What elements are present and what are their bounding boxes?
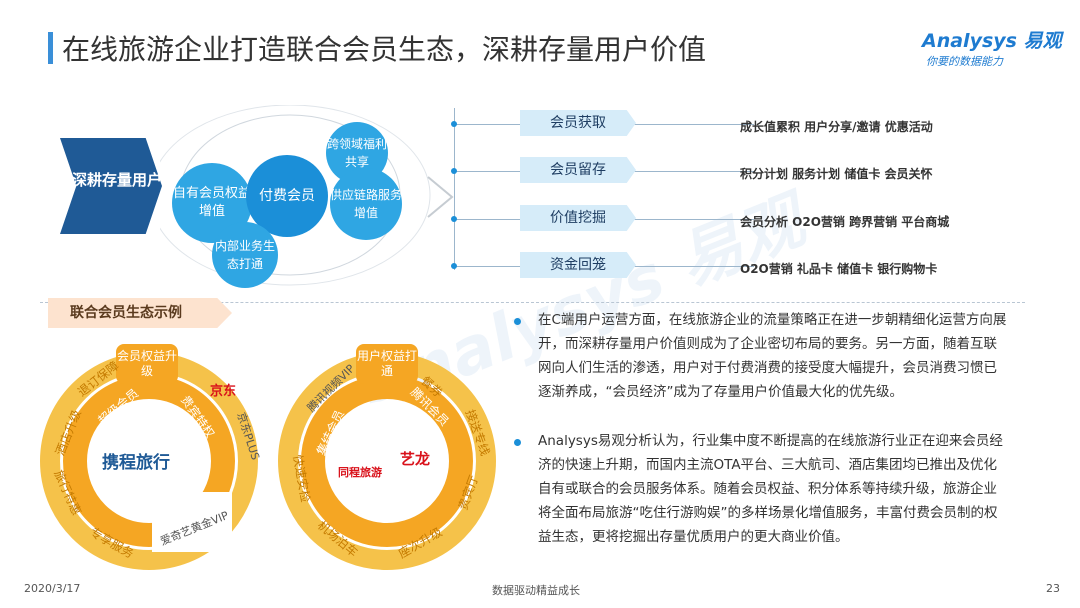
tongcheng-logo: 同程旅游 — [338, 466, 382, 479]
analysis-paragraph-1: 在C端用户运营方面，在线旅游企业的流量策略正在进一步朝精细化运营方向展开，而深耕… — [538, 312, 1007, 400]
member-upgrade-badge: 会员权益升级 — [116, 344, 178, 384]
core-label: 深耕存量用户 — [72, 171, 163, 189]
circle-supply-chain: 供应链路服务增值 — [330, 168, 402, 240]
category-cash-recovery-items: O2O营销 礼品卡 储值卡 银行购物卡 — [740, 262, 938, 276]
category-cash-recovery: 资金回笼 — [520, 252, 636, 278]
ctrip-logo: 携程旅行 — [102, 453, 170, 473]
jd-logo: 京东 — [210, 384, 237, 399]
core-chevron — [60, 138, 162, 234]
category-value-mining: 价值挖掘 — [520, 205, 636, 231]
footer-date: 2020/3/17 — [24, 582, 81, 595]
logo-main-text: Analysys 易观 — [922, 30, 1062, 52]
category-dot — [451, 121, 457, 127]
circle-internal-business: 内部业务生态打通 — [212, 222, 278, 288]
category-dot — [451, 263, 457, 269]
category-dot — [451, 168, 457, 174]
category-value-mining-items: 会员分析 O2O营销 跨界营销 平台商城 — [740, 215, 950, 229]
logo-sub-text: 你要的数据能力 — [926, 55, 1003, 68]
category-retention: 会员留存 — [520, 157, 636, 183]
page-title: 在线旅游企业打造联合会员生态，深耕存量用户价值 — [62, 33, 707, 66]
ctrip-ring: 会员权益升级 携程旅行 京东 酒店升级 退订保障 旅行特惠 专享服务 超级会员 … — [40, 344, 262, 570]
tongcheng-ring: 用户权益打通 同程旅游 艺龙 快速安检 机场泊车 餐券 贵宾厅 座次升级 接送专… — [278, 344, 496, 570]
rights-connect-badge: 用户权益打通 — [356, 344, 418, 384]
bullet-dot — [514, 439, 521, 446]
examples-tag: 联合会员生态示例 — [48, 298, 232, 328]
section-divider — [40, 302, 1025, 303]
analysys-logo: Analysys 易观 你要的数据能力 — [922, 26, 1062, 69]
bullet-dot — [514, 318, 521, 325]
category-retention-items: 积分计划 服务计划 储值卡 会员关怀 — [740, 167, 933, 181]
category-acquisition: 会员获取 — [520, 110, 636, 136]
title-accent-bar — [48, 32, 53, 64]
footer-slogan: 数据驱动精益成长 — [492, 584, 580, 597]
page-number: 23 — [1046, 582, 1060, 595]
category-acquisition-items: 成长值累积 用户分享/邀请 优惠活动 — [740, 120, 933, 134]
arrow-icon — [427, 176, 454, 218]
category-dot — [451, 216, 457, 222]
analysis-paragraph-2: Analysys易观分析认为，行业集中度不断提高的在线旅游行业正在迎来会员经济的… — [538, 433, 1003, 545]
circle-paid-member: 付费会员 — [246, 155, 328, 237]
elong-logo: 艺龙 — [400, 450, 431, 468]
category-connector — [454, 108, 455, 270]
